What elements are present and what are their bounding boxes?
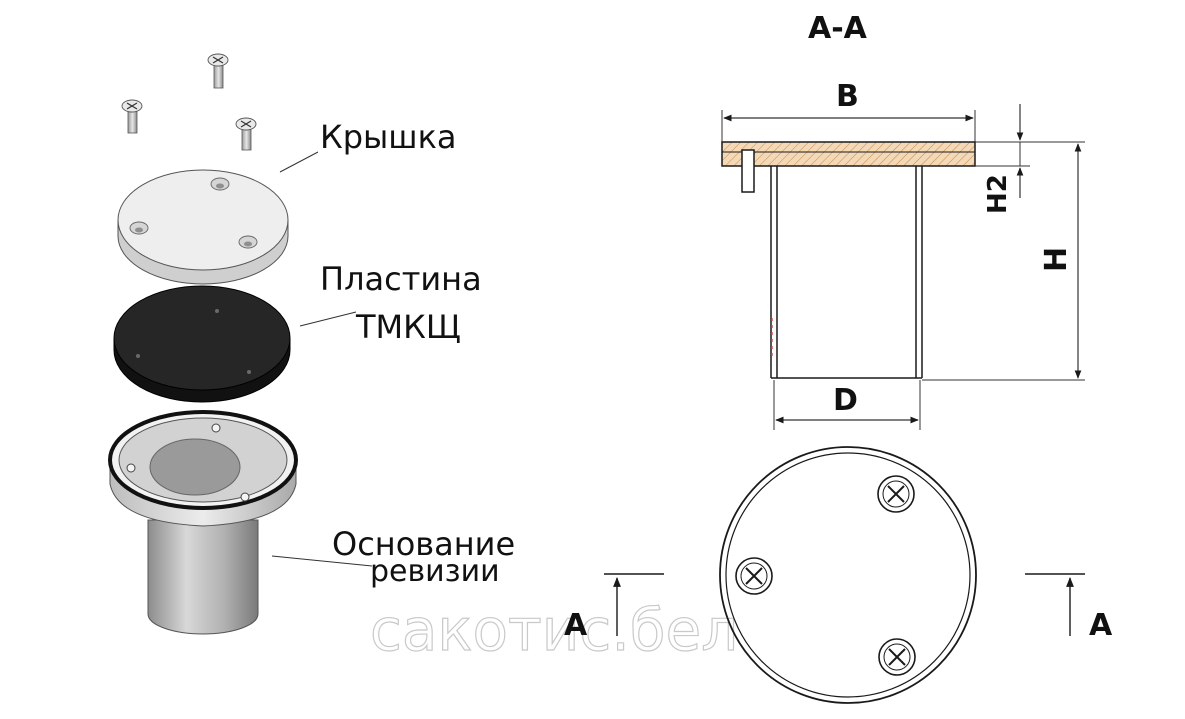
top-view: A A xyxy=(564,446,1113,704)
label-plate-line2: ТМКЩ xyxy=(355,308,461,346)
label-plate-line1: Пластина xyxy=(320,260,482,298)
screw-head-top-right-icon xyxy=(877,475,915,513)
screw-head-left-icon xyxy=(735,557,773,595)
base-part xyxy=(108,410,298,635)
cut-label-left: A xyxy=(564,608,588,643)
screw-right xyxy=(235,117,257,151)
plate-part xyxy=(113,285,291,403)
screw-head-bottom-right-icon xyxy=(878,638,916,676)
watermark-text: сакотис.бел xyxy=(370,596,738,664)
section-view: A-A B D H H xyxy=(721,11,1085,430)
tube-section xyxy=(770,166,923,379)
label-base-line2: ревизии xyxy=(370,554,500,589)
cut-mark-left xyxy=(604,573,664,636)
flange-section xyxy=(721,141,976,167)
section-title: A-A xyxy=(808,11,868,46)
cover-part xyxy=(117,169,289,285)
screw-stub-section xyxy=(741,149,755,193)
cut-mark-right xyxy=(1025,573,1085,636)
label-cover: Крышка xyxy=(320,118,457,156)
cut-label-right: A xyxy=(1089,608,1113,643)
leader-plate xyxy=(299,311,357,327)
label-base-line1: Основание xyxy=(332,525,515,563)
leader-cover xyxy=(279,151,319,173)
top-view-inner-circle xyxy=(725,452,971,698)
exploded-view: Крышка Пластина ТМКЩ Основание ревизии xyxy=(108,53,515,635)
dim-h2-label: H2 xyxy=(983,174,1013,214)
screw-top xyxy=(207,53,229,89)
dim-b-label: B xyxy=(836,79,859,114)
dim-h-label: H xyxy=(1039,247,1074,272)
dim-d-label: D xyxy=(833,383,858,418)
top-view-outer-circle xyxy=(719,446,977,704)
screw-left xyxy=(121,99,143,134)
leader-base xyxy=(271,555,373,567)
